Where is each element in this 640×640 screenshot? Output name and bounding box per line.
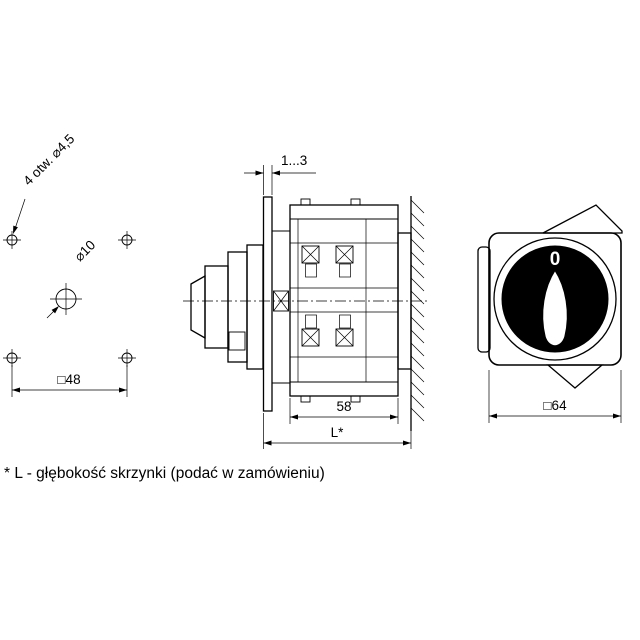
panel-thickness-label: 1...3 [281, 153, 307, 168]
wall-hatching [410, 199, 425, 422]
escutcheon-plate [488, 232, 622, 366]
dim-arrowhead [390, 414, 398, 420]
dimension-square48: □48 [11, 365, 128, 397]
terminal-screw [335, 314, 354, 347]
total-depth-label: L* [331, 425, 345, 440]
dim-arrowhead [12, 387, 20, 393]
extension-lines [263, 165, 273, 195]
hole-crosshair [3, 231, 21, 249]
shaft-coupling [273, 290, 289, 312]
mounting-hole [118, 231, 136, 249]
square48-label: □48 [57, 372, 80, 387]
leader-line [46, 310, 55, 319]
knob-side-profile [190, 274, 206, 340]
flange-detail [228, 331, 246, 351]
mounting-flange [246, 244, 264, 370]
dim-arrowhead [403, 440, 411, 446]
dimension-total-depth: L* [263, 413, 412, 449]
dim-arrowhead [613, 413, 621, 419]
stack-cap-lines [290, 218, 398, 383]
top-screw-boss [350, 198, 361, 206]
center-hole [50, 283, 82, 315]
mounting-hole [3, 231, 21, 249]
leader-line [14, 198, 26, 231]
body-depth-label: 58 [336, 399, 351, 414]
dim-arrowhead [489, 413, 497, 419]
terminal-screw [301, 314, 320, 347]
top-screw-boss [300, 198, 311, 206]
shaft-body-2 [227, 251, 248, 363]
center-hole-diameter-label: ⌀10 [71, 237, 98, 264]
rear-bracket-left-edge [477, 246, 491, 353]
extension-lines [289, 398, 399, 424]
hole-crosshair [50, 283, 82, 315]
hole-crosshair [118, 349, 136, 367]
leader-arrowhead [51, 306, 59, 314]
side-view: 1...3 [183, 153, 428, 449]
dim-arrowhead [119, 387, 127, 393]
extension-lines [488, 370, 622, 423]
contact-stack-body [289, 204, 399, 397]
square64-label: □64 [543, 398, 567, 413]
mounting-hole [118, 349, 136, 367]
terminal-screw [301, 245, 320, 278]
coupling-lines [272, 230, 290, 384]
dim-arrowhead [290, 414, 298, 420]
bezel-circle [493, 237, 617, 361]
bottom-screw-boss [350, 395, 361, 403]
dimension-square64: □64 [488, 370, 622, 423]
hole-crosshair [3, 349, 21, 367]
terminal-screw [335, 245, 354, 278]
extension-lines [11, 365, 128, 397]
dimension-panel-thickness: 1...3 [244, 153, 316, 195]
front-view: 0 □64 [477, 204, 623, 423]
shaft-body-1 [204, 265, 229, 349]
module-separation-lines [290, 242, 398, 358]
rear-bracket-top-corner [542, 204, 623, 234]
dimension-body-depth: 58 [289, 398, 399, 424]
stack-vertical-lines [297, 219, 367, 382]
mounting-hole [3, 349, 21, 367]
knob-position-zero-label: 0 [550, 249, 561, 270]
dim-arrowhead [255, 170, 264, 176]
bottom-screw-boss [300, 395, 311, 403]
hole-crosshair [118, 231, 136, 249]
dim-arrowhead [263, 440, 272, 446]
mounting-panel-plate [262, 196, 273, 412]
holes-diameter-label: 4 otw. ⌀4,5 [20, 131, 77, 188]
mounting-hole-pattern: 4 otw. ⌀4,5 ⌀10 □48 [3, 131, 136, 397]
leader-arrowhead [13, 225, 18, 234]
dim-arrowhead [272, 170, 280, 176]
coupling-cross [273, 290, 289, 312]
knob-handle-pointer [541, 268, 569, 347]
footnote-depth-explanation: * L - głębokość skrzynki (podać w zamówi… [4, 465, 325, 482]
rear-bracket-bottom-corner [546, 364, 604, 389]
